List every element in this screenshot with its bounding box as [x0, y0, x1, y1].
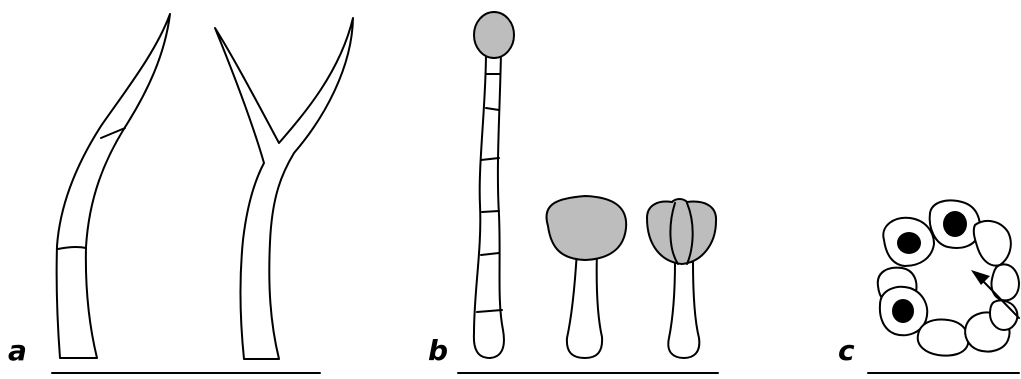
capitate-glandular-trichome-head [546, 196, 626, 260]
capitate-glandular-trichome [546, 196, 626, 358]
nucleus-bottom-left [892, 299, 914, 323]
panel-label-b: b [428, 334, 448, 367]
lobed-glandular-trichome [647, 199, 716, 358]
panel-b: b [428, 12, 718, 373]
unbranched-trichome [57, 14, 170, 358]
branched-trichome-outline [215, 18, 353, 359]
branched-trichome [215, 18, 353, 359]
lobed-glandular-trichome-stalk [668, 262, 699, 358]
unbranched-trichome-outline [57, 14, 170, 358]
panel-label-a: a [8, 334, 27, 367]
capitate-glandular-trichome-stalk [567, 250, 602, 358]
long-glandular-trichome [474, 12, 514, 358]
cell-bottom [918, 320, 969, 356]
nucleus-top [943, 211, 967, 237]
lobed-glandular-trichome-head [647, 199, 716, 264]
cell-top-right [974, 221, 1011, 266]
panel-label-c: c [838, 334, 855, 367]
lumen-arrow-head [971, 270, 990, 285]
nucleus-top-left [897, 232, 921, 254]
panel-c: c [838, 200, 1019, 373]
panel-a: a [8, 14, 353, 373]
cell-right-lower [990, 300, 1017, 330]
long-glandular-trichome-head [474, 12, 514, 58]
